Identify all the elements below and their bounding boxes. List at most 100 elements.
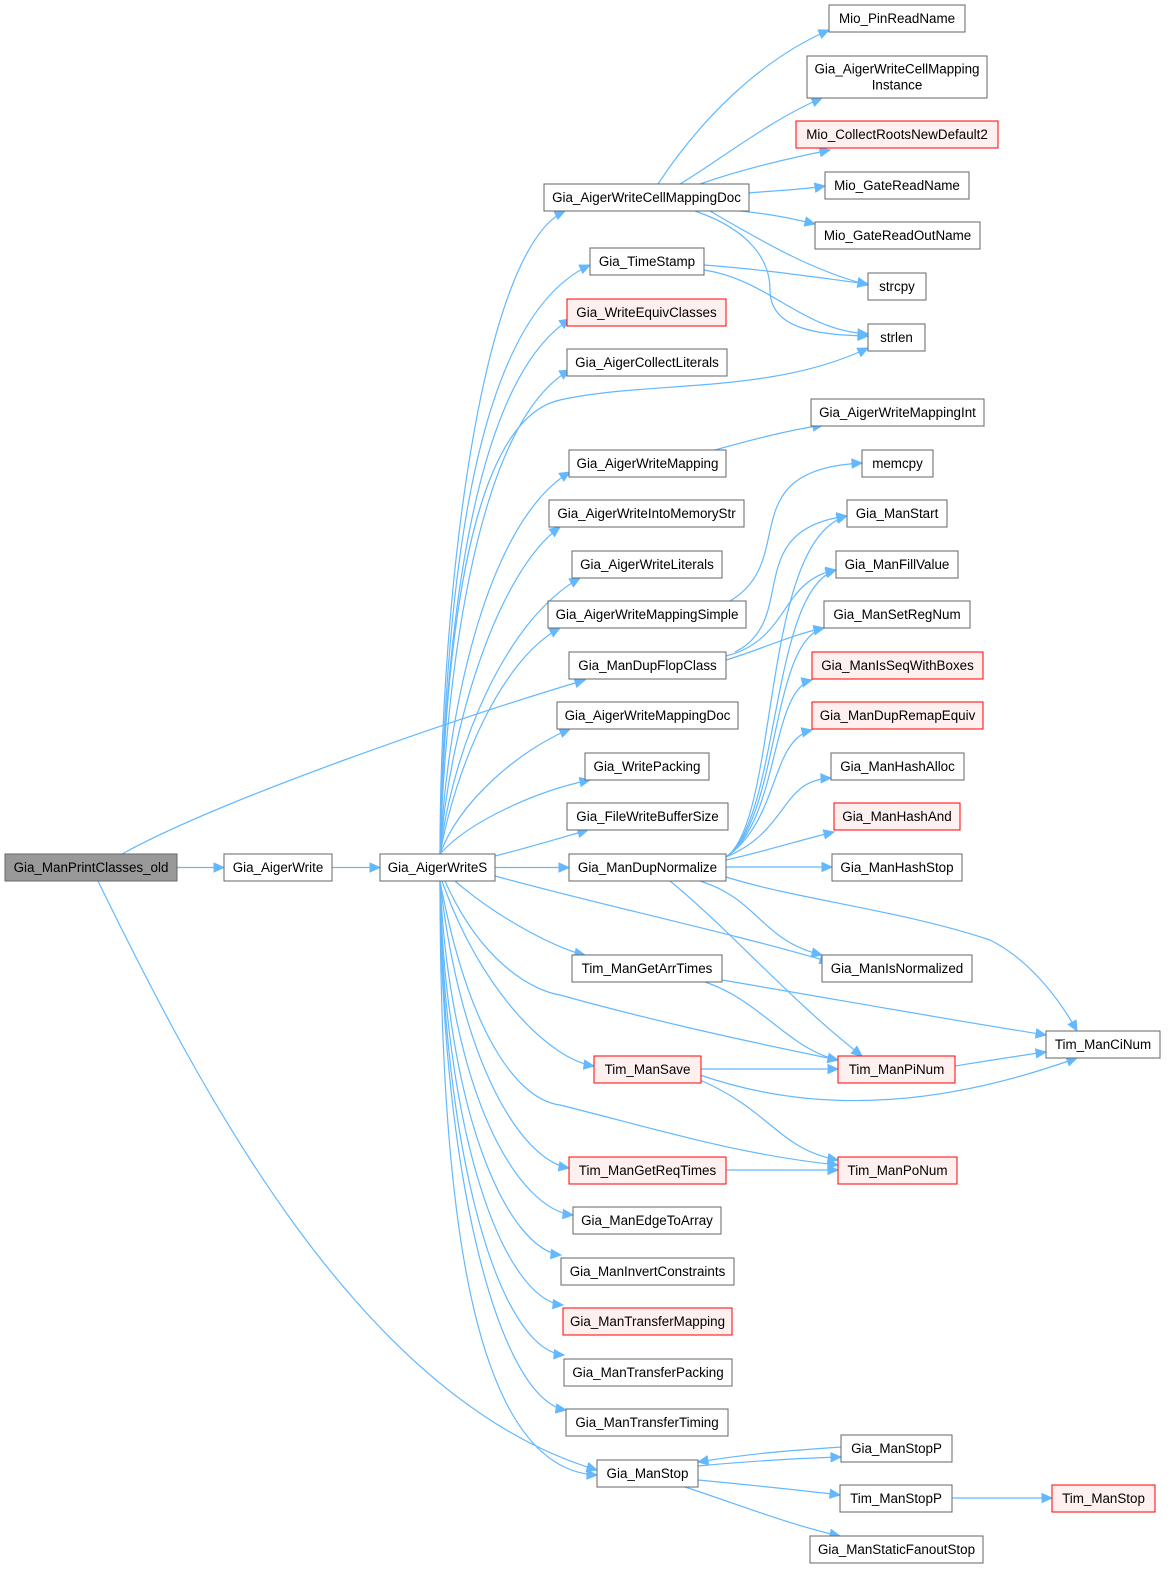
node-hashAnd[interactable]: Gia_ManHashAnd (833, 802, 961, 831)
node-gateOut[interactable]: Mio_GateReadOutName (814, 221, 981, 250)
node-writeMapping[interactable]: Gia_AigerWriteMapping (568, 449, 727, 478)
node-hashAlloc[interactable]: Gia_ManHashAlloc (830, 752, 965, 781)
edge-aigerWriteS-to-mapDoc (439, 728, 571, 855)
node-timStop[interactable]: Tim_ManStop (1051, 1484, 1156, 1513)
node-writeEquiv[interactable]: Gia_WriteEquivClasses (566, 298, 727, 327)
edge-aigerWriteS-to-writePacking (439, 779, 591, 855)
node-label-poNum: Tim_ManPoNum (848, 1163, 948, 1178)
edge-dupNorm-to-hashAlloc (725, 777, 832, 858)
node-intoMemStr[interactable]: Gia_AigerWriteIntoMemoryStr (548, 499, 745, 528)
node-label-setReg: Gia_ManSetRegNum (833, 607, 960, 622)
node-mapInt[interactable]: Gia_AigerWriteMappingInt (810, 398, 985, 427)
node-fillVal[interactable]: Gia_ManFillValue (835, 550, 959, 579)
node-edgeToArr[interactable]: Gia_ManEdgeToArray (572, 1206, 722, 1235)
arrowhead-dupNorm-to-fillVal (824, 567, 838, 579)
edge-aigerWriteS-to-intoMemStr (439, 526, 561, 855)
node-fanoutStop[interactable]: Gia_ManStaticFanoutStop (809, 1535, 984, 1564)
node-collectLits[interactable]: Gia_AigerCollectLiterals (566, 348, 728, 377)
node-strcpy[interactable]: strcpy (867, 272, 927, 301)
node-cellMapDoc[interactable]: Gia_AigerWriteCellMappingDoc (543, 183, 750, 212)
arrowhead-aigerWriteS-to-writeMapping (558, 471, 572, 482)
node-box-writeEquiv (566, 298, 727, 327)
edge-cellMapDoc-to-cellInst (679, 97, 823, 185)
node-mapSimple[interactable]: Gia_AigerWriteMappingSimple (547, 600, 747, 629)
arrowhead-aigerWriteS-to-strlen (856, 347, 870, 358)
node-stopP[interactable]: Gia_ManStopP (840, 1434, 953, 1463)
node-writePacking[interactable]: Gia_WritePacking (584, 752, 710, 781)
arrowhead-dupNorm-to-isNorm (810, 947, 824, 958)
node-aigerWrite[interactable]: Gia_AigerWrite (223, 853, 333, 882)
node-manStart[interactable]: Gia_ManStart (846, 499, 948, 528)
node-transMap[interactable]: Gia_ManTransferMapping (562, 1307, 733, 1336)
node-pinRead[interactable]: Mio_PinReadName (828, 4, 966, 33)
arrowhead-timSave-to-poNum (826, 1153, 840, 1164)
node-label-fileBuf: Gia_FileWriteBufferSize (576, 809, 718, 824)
node-box-mapSimple (547, 600, 747, 629)
arrowhead-stopP-to-manStop (696, 1455, 710, 1466)
node-poNum[interactable]: Tim_ManPoNum (837, 1156, 958, 1185)
edge-timeStamp-to-strlen (703, 269, 869, 335)
node-invCons[interactable]: Gia_ManInvertConstraints (560, 1257, 735, 1286)
node-fileBuf[interactable]: Gia_FileWriteBufferSize (566, 802, 729, 831)
node-box-isSeqBox (811, 651, 984, 680)
node-getReq[interactable]: Tim_ManGetReqTimes (568, 1156, 727, 1185)
node-mapDoc[interactable]: Gia_AigerWriteMappingDoc (556, 701, 739, 730)
arrowhead-aigerWriteS-to-edgeToArr (562, 1208, 575, 1220)
node-manStop[interactable]: Gia_ManStop (596, 1459, 699, 1488)
node-root[interactable]: Gia_ManPrintClasses_old (4, 853, 178, 882)
node-transTime[interactable]: Gia_ManTransferTiming (565, 1408, 729, 1437)
node-box-fillVal (835, 550, 959, 579)
node-label-timSave: Tim_ManSave (605, 1062, 691, 1077)
node-box-dupFlop (568, 651, 727, 680)
node-box-gateName (824, 171, 970, 200)
node-label-collectRoots: Mio_CollectRootsNewDefault2 (806, 127, 988, 142)
node-box-mapInt (810, 398, 985, 427)
edge-cellMapDoc-to-gateName (748, 185, 826, 194)
arrowhead-timeStamp-to-strcpy (856, 277, 870, 288)
arrowhead-cellMapDoc-to-gateOut (803, 216, 817, 227)
edge-dupNorm-to-dupRemap (725, 729, 813, 858)
node-aigerWriteS[interactable]: Gia_AigerWriteS (379, 853, 496, 882)
node-timSave[interactable]: Tim_ManSave (593, 1055, 702, 1084)
node-dupRemap[interactable]: Gia_ManDupRemapEquiv (811, 701, 984, 730)
node-writeLits[interactable]: Gia_AigerWriteLiterals (571, 550, 723, 579)
node-box-writeLits (571, 550, 723, 579)
arrowhead-aigerWriteS-to-getReq (557, 1161, 571, 1172)
node-collectRoots[interactable]: Mio_CollectRootsNewDefault2 (795, 120, 999, 149)
node-box-collectRoots (795, 120, 999, 149)
edge-dupNorm-to-piNum (669, 880, 863, 1057)
node-box-strcpy (867, 272, 927, 301)
node-isSeqBox[interactable]: Gia_ManIsSeqWithBoxes (811, 651, 984, 680)
edge-aigerWriteS-to-writeEquiv (439, 318, 571, 855)
node-label-transTime: Gia_ManTransferTiming (575, 1415, 718, 1430)
edge-timeStamp-to-strcpy (703, 264, 869, 285)
node-transPack[interactable]: Gia_ManTransferPacking (563, 1358, 733, 1387)
node-isNorm[interactable]: Gia_ManIsNormalized (821, 954, 973, 983)
node-dupNorm[interactable]: Gia_ManDupNormalize (568, 853, 727, 882)
node-strlen[interactable]: strlen (867, 323, 926, 352)
node-setReg[interactable]: Gia_ManSetRegNum (823, 600, 971, 629)
edge-dupFlop-to-setReg (725, 627, 825, 661)
arrowhead-dupNorm-to-manStart (835, 513, 849, 524)
node-dupFlop[interactable]: Gia_ManDupFlopClass (568, 651, 727, 680)
edge-aigerWriteS-to-transMap (439, 880, 564, 1306)
node-hashStop[interactable]: Gia_ManHashStop (831, 853, 963, 882)
edge-mapSimple-to-memcpy (729, 462, 863, 602)
node-piNum[interactable]: Tim_ManPiNum (837, 1055, 956, 1084)
node-ciNum[interactable]: Tim_ManCiNum (1045, 1030, 1161, 1059)
node-box-transPack (563, 1358, 733, 1387)
arrowhead-mapSimple-to-memcpy (851, 458, 864, 469)
edge-manStop-to-stopP (697, 1456, 842, 1467)
edge-dupNorm-to-setReg (725, 627, 825, 858)
arrowhead-aigerWrite-to-aigerWriteS (369, 862, 382, 873)
node-timeStamp[interactable]: Gia_TimeStamp (589, 247, 705, 276)
node-box-dupRemap (811, 701, 984, 730)
node-label-invCons: Gia_ManInvertConstraints (570, 1264, 726, 1279)
edge-aigerWriteS-to-edgeToArr (439, 880, 574, 1216)
node-label-transMap: Gia_ManTransferMapping (570, 1314, 725, 1329)
node-timStopP[interactable]: Tim_ManStopP (839, 1484, 953, 1513)
node-memcpy[interactable]: memcpy (861, 449, 934, 478)
node-gateName[interactable]: Mio_GateReadName (824, 171, 970, 200)
node-getArr[interactable]: Tim_ManGetArrTimes (571, 954, 723, 983)
